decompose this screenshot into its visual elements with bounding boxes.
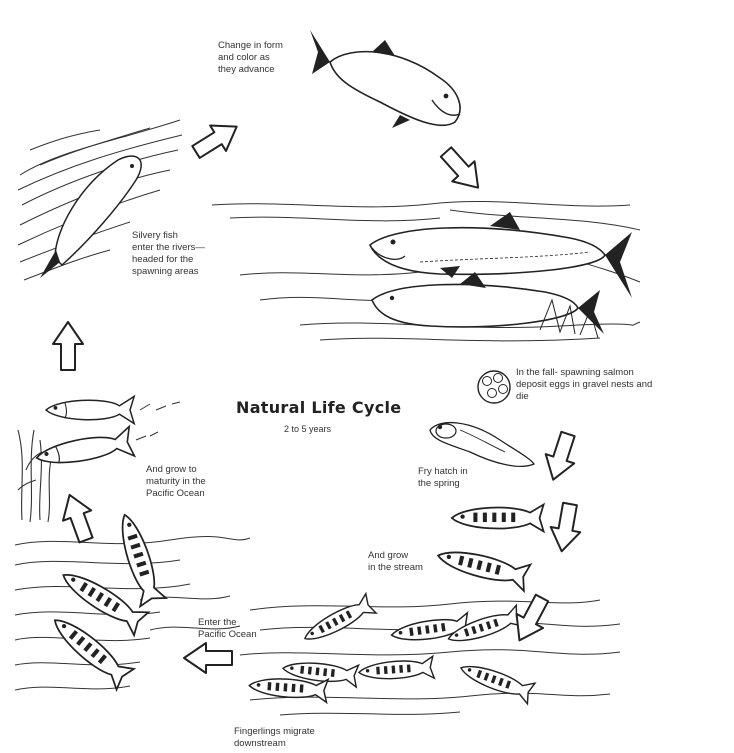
ocean-maturity-drawing [18,396,180,522]
arrow-to-spawning [435,142,489,198]
arrow-to-maturity [55,490,100,545]
fry-drawing [430,423,534,467]
label-change-form: Change in form and color as they advance [218,40,283,76]
label-silvery-fish: Silvery fish enter the rivers— headed fo… [132,230,205,278]
arrow-to-ocean [184,643,232,673]
spawning-salmon-drawing [212,201,640,340]
arrow-to-parr [547,501,585,553]
fingerlings-drawing [240,594,620,715]
label-fingerlings: Fingerlings migrate downstream [234,726,315,750]
diagram-title: Natural Life Cycle [236,398,401,417]
arrow-to-fry [539,429,582,484]
label-enter-ocean: Enter the Pacific Ocean [198,617,257,641]
changing-salmon-drawing [310,30,460,128]
diagram-subtitle: 2 to 5 years [284,424,331,434]
arrow-to-change [188,114,245,165]
stream-parr-drawing [435,505,544,591]
arrow-to-river [53,322,83,370]
label-grow-ocean: And grow to maturity in the Pacific Ocea… [146,464,206,500]
label-fry-hatch: Fry hatch in the spring [418,466,468,490]
label-grow-stream: And grow in the stream [368,550,423,574]
egg-nest-drawing [478,371,510,403]
label-spawning: In the fall- spawning salmon deposit egg… [516,367,652,403]
